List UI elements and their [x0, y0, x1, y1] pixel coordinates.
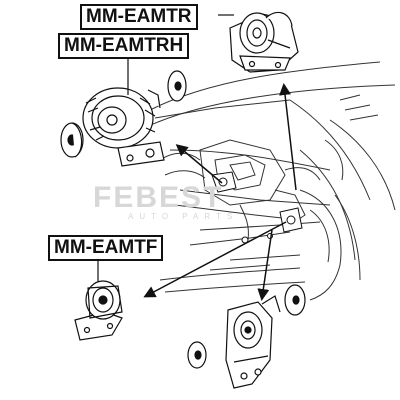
part-label-eamtrh: MM-EAMTRH [58, 33, 190, 59]
part-eamtrh-drawing [82, 87, 165, 167]
washer-lower-right-2 [187, 341, 207, 369]
mounted-bracket-center [211, 171, 303, 244]
washer-eamtr [167, 70, 187, 102]
arrow-eamtrh-location [175, 144, 223, 184]
arrow-eamtr-location [279, 83, 297, 191]
part-lower-right-drawing [225, 295, 281, 389]
part-eamtr-drawing [229, 11, 299, 73]
part-eamtf-drawing [74, 280, 123, 341]
location-arrows [143, 83, 297, 301]
part-label-eamtr: MM-EAMTR [80, 4, 198, 30]
watermark-tagline: AUTO PARTS [128, 212, 239, 221]
watermark-brand: FEBEST [93, 181, 224, 214]
washer-lower-right-1 [284, 284, 306, 316]
arrow-eamtf-location [143, 221, 287, 298]
arrow-lower-right-location [257, 229, 273, 301]
part-label-eamtf: MM-EAMTF [48, 235, 164, 261]
washer-eamtrh [60, 122, 84, 158]
